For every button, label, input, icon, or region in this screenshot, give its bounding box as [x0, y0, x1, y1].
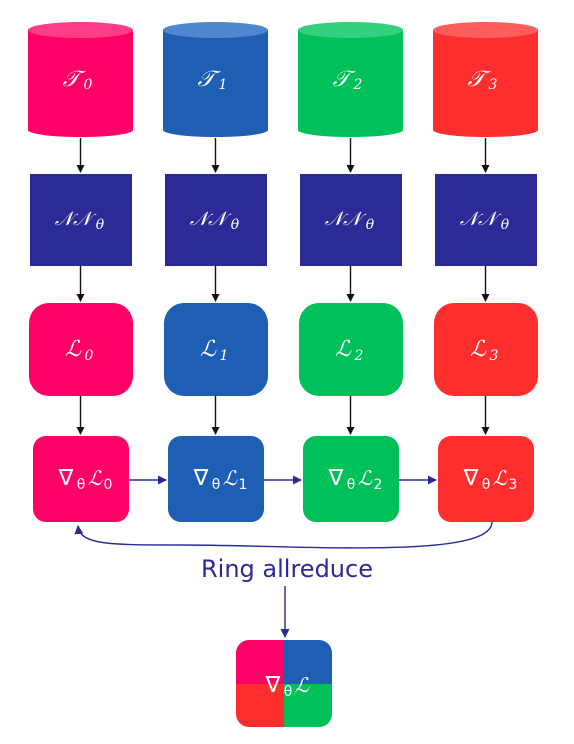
- network-box-2: 𝒩𝒩 θ: [300, 174, 402, 266]
- gradient-symbol-1: ∇: [193, 466, 209, 491]
- network-label-0: 𝒩𝒩: [55, 208, 97, 230]
- gradient-box-2: ∇ θ ℒ 2: [303, 436, 399, 522]
- dataset-cylinder-2: 𝒯 2: [298, 22, 403, 137]
- network-label-2: 𝒩𝒩: [325, 208, 367, 230]
- gradient-sub-2: θ: [347, 477, 356, 493]
- result-gradient-sub: θ: [284, 684, 293, 700]
- result-loss-symbol: ℒ: [295, 673, 310, 697]
- loss-index-3: 3: [490, 348, 499, 364]
- loss-symbol-2: ℒ: [335, 337, 352, 362]
- dataset-index-1: 1: [219, 77, 228, 93]
- loss-box-3: ℒ 3: [434, 303, 538, 396]
- loss-box-2: ℒ 2: [299, 303, 403, 396]
- loss-symbol-1: ℒ: [200, 337, 217, 362]
- network-label-3: 𝒩𝒩: [460, 208, 502, 230]
- dataset-cylinder-3: 𝒯 3: [433, 22, 538, 137]
- column-2: 𝒯 2 𝒩𝒩 θ ℒ 2 ∇ θ ℒ 2: [298, 22, 403, 522]
- gradient-sub-0: θ: [77, 477, 86, 493]
- loss-index-0: 0: [85, 348, 94, 364]
- column-0: 𝒯 0 𝒩𝒩 θ ℒ 0 ∇ θ ℒ 0: [28, 22, 133, 522]
- gradient-box-0: ∇ θ ℒ 0: [33, 436, 129, 522]
- dataset-cylinder-1: 𝒯 1: [163, 22, 268, 137]
- gradient-sub-3: θ: [482, 477, 491, 493]
- column-3: 𝒯 3 𝒩𝒩 θ ℒ 3 ∇ θ ℒ 3: [433, 22, 538, 522]
- gradient-loss-2: ℒ: [358, 466, 373, 490]
- dataset-index-2: 2: [353, 77, 363, 93]
- gradient-index-1: 1: [239, 477, 248, 493]
- gradient-box-1: ∇ θ ℒ 1: [168, 436, 264, 522]
- gradient-symbol-2: ∇: [328, 466, 344, 491]
- network-label-1: 𝒩𝒩: [190, 208, 232, 230]
- network-sub-2: θ: [366, 217, 375, 233]
- gradient-box-3: ∇ θ ℒ 3: [438, 436, 534, 522]
- gradient-symbol-0: ∇: [58, 466, 74, 491]
- gradient-loss-0: ℒ: [88, 466, 103, 490]
- loss-symbol-0: ℒ: [65, 337, 82, 362]
- gradient-symbol-3: ∇: [463, 466, 479, 491]
- gradient-loss-3: ℒ: [493, 466, 508, 490]
- aggregated-gradient-box: ∇ θ ℒ: [236, 640, 332, 727]
- network-box-3: 𝒩𝒩 θ: [435, 174, 537, 266]
- network-box-1: 𝒩𝒩 θ: [165, 174, 267, 266]
- loss-symbol-3: ℒ: [470, 337, 487, 362]
- network-sub-1: θ: [231, 217, 240, 233]
- ring-return-arrow: [74, 521, 493, 549]
- dataset-index-0: 0: [84, 77, 93, 93]
- gradient-sub-1: θ: [212, 477, 221, 493]
- gradient-index-2: 2: [374, 477, 383, 493]
- network-sub-0: θ: [96, 217, 105, 233]
- dataset-index-3: 3: [489, 77, 498, 93]
- loss-index-1: 1: [220, 348, 229, 364]
- dataset-cylinder-0: 𝒯 0: [28, 22, 133, 137]
- gradient-index-3: 3: [509, 477, 518, 493]
- gradient-loss-1: ℒ: [223, 466, 238, 490]
- gradient-index-0: 0: [104, 477, 113, 493]
- ring-allreduce-label: Ring allreduce: [201, 555, 373, 583]
- network-sub-3: θ: [501, 217, 510, 233]
- loss-box-1: ℒ 1: [164, 303, 268, 396]
- loss-index-2: 2: [354, 348, 364, 364]
- result-gradient-symbol: ∇: [265, 673, 281, 698]
- loss-box-0: ℒ 0: [29, 303, 133, 396]
- network-box-0: 𝒩𝒩 θ: [30, 174, 132, 266]
- column-1: 𝒯 1 𝒩𝒩 θ ℒ 1 ∇ θ ℒ 1: [163, 22, 268, 522]
